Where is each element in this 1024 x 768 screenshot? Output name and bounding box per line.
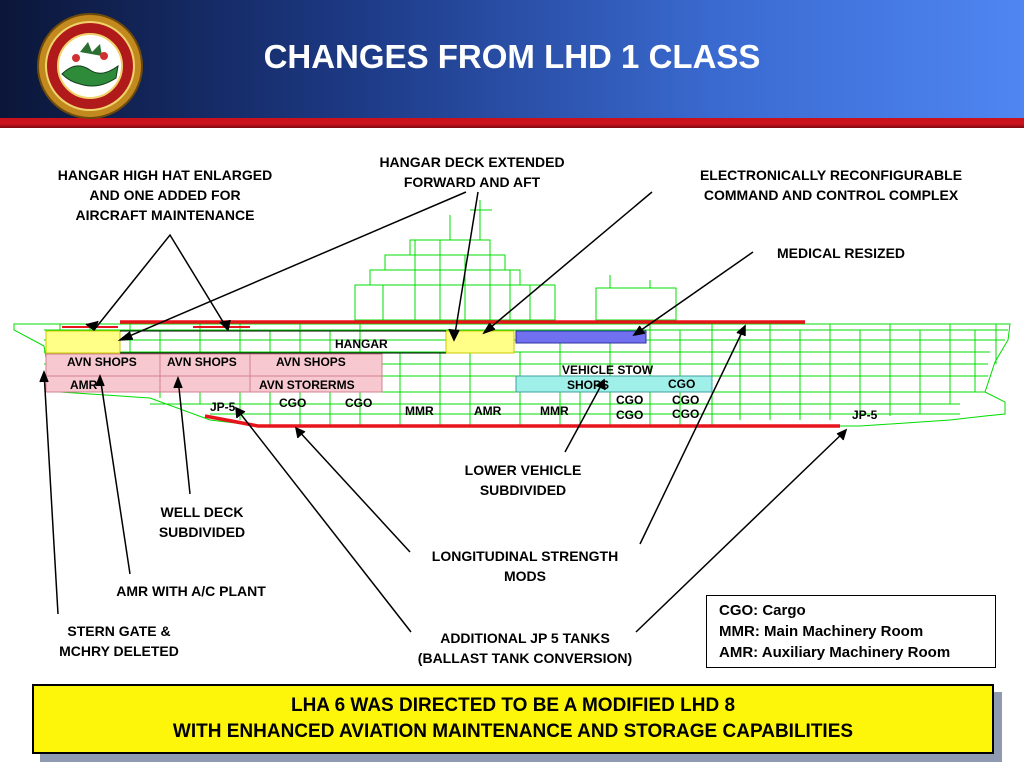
mmr-label-2: MMR xyxy=(540,404,569,418)
slide-title: CHANGES FROM LHD 1 CLASS xyxy=(263,38,761,75)
shops-label: SHOPS xyxy=(567,378,610,392)
header-rule xyxy=(0,118,1024,128)
avn-shops-label-3: AVN SHOPS xyxy=(276,355,346,369)
cgo-label-a: CGO xyxy=(668,377,696,391)
callout-medical: MEDICAL RESIZED xyxy=(776,245,906,261)
peo-ships-seal-logo xyxy=(37,13,143,119)
cgo-label-f: CGO xyxy=(279,396,307,410)
callout-arrows xyxy=(39,191,848,633)
callout-hangar-deck-extended: HANGAR DECK EXTENDED FORWARD AND AFT xyxy=(379,154,565,190)
callout-stern-gate: STERN GATE & MCHRY DELETED xyxy=(59,623,179,659)
amr-mid-label: AMR xyxy=(474,404,502,418)
cgo-label-g: CGO xyxy=(345,396,373,410)
mmr-label-1: MMR xyxy=(405,404,434,418)
callout-lower-vehicle: LOWER VEHICLE SUBDIVIDED xyxy=(464,462,582,498)
avn-shops-label-2: AVN SHOPS xyxy=(167,355,237,369)
vehicle-stow-label: VEHICLE STOW xyxy=(562,363,654,377)
legend-item-mmr: MMR: Main Machinery Room xyxy=(719,623,924,640)
avn-storerms-label: AVN STORERMS xyxy=(259,378,355,392)
callout-amr-ac-plant: AMR WITH A/C PLANT xyxy=(116,583,266,599)
jp5-aft-label: JP-5 xyxy=(210,400,236,414)
cgo-label-e: CGO xyxy=(672,407,700,421)
hangar-label: HANGAR xyxy=(335,337,388,351)
callout-command-control: ELECTRONICALLY RECONFIGURABLE COMMAND AN… xyxy=(699,167,963,203)
header-bar xyxy=(0,0,1024,118)
callout-jp5-tanks: ADDITIONAL JP 5 TANKS (BALLAST TANK CONV… xyxy=(417,630,633,666)
banner-line-2: WITH ENHANCED AVIATION MAINTENANCE AND S… xyxy=(172,721,854,742)
banner-line-1: LHA 6 WAS DIRECTED TO BE A MODIFIED LHD … xyxy=(290,695,736,716)
callout-longitudinal-strength: LONGITUDINAL STRENGTH MODS xyxy=(431,548,619,584)
superstructure-island xyxy=(354,200,677,321)
callout-hangar-high-hat: HANGAR HIGH HAT ENLARGED AND ONE ADDED F… xyxy=(57,167,273,223)
jp5-fwd-label: JP-5 xyxy=(852,408,878,422)
cgo-label-c: CGO xyxy=(672,393,700,407)
cgo-label-d: CGO xyxy=(616,408,644,422)
avn-shops-label-1: AVN SHOPS xyxy=(67,355,137,369)
cgo-label-b: CGO xyxy=(616,393,644,407)
legend-item-amr: AMR: Auxiliary Machinery Room xyxy=(719,644,951,661)
summary-banner: LHA 6 WAS DIRECTED TO BE A MODIFIED LHD … xyxy=(32,684,994,754)
amr-aft-label: AMR xyxy=(70,378,98,392)
legend-item-cgo: CGO: Cargo xyxy=(719,602,806,619)
abbreviation-legend: CGO: Cargo MMR: Main Machinery Room AMR:… xyxy=(706,595,996,668)
callout-well-deck: WELL DECK SUBDIVIDED xyxy=(158,504,246,540)
highlighted-areas xyxy=(45,330,713,393)
